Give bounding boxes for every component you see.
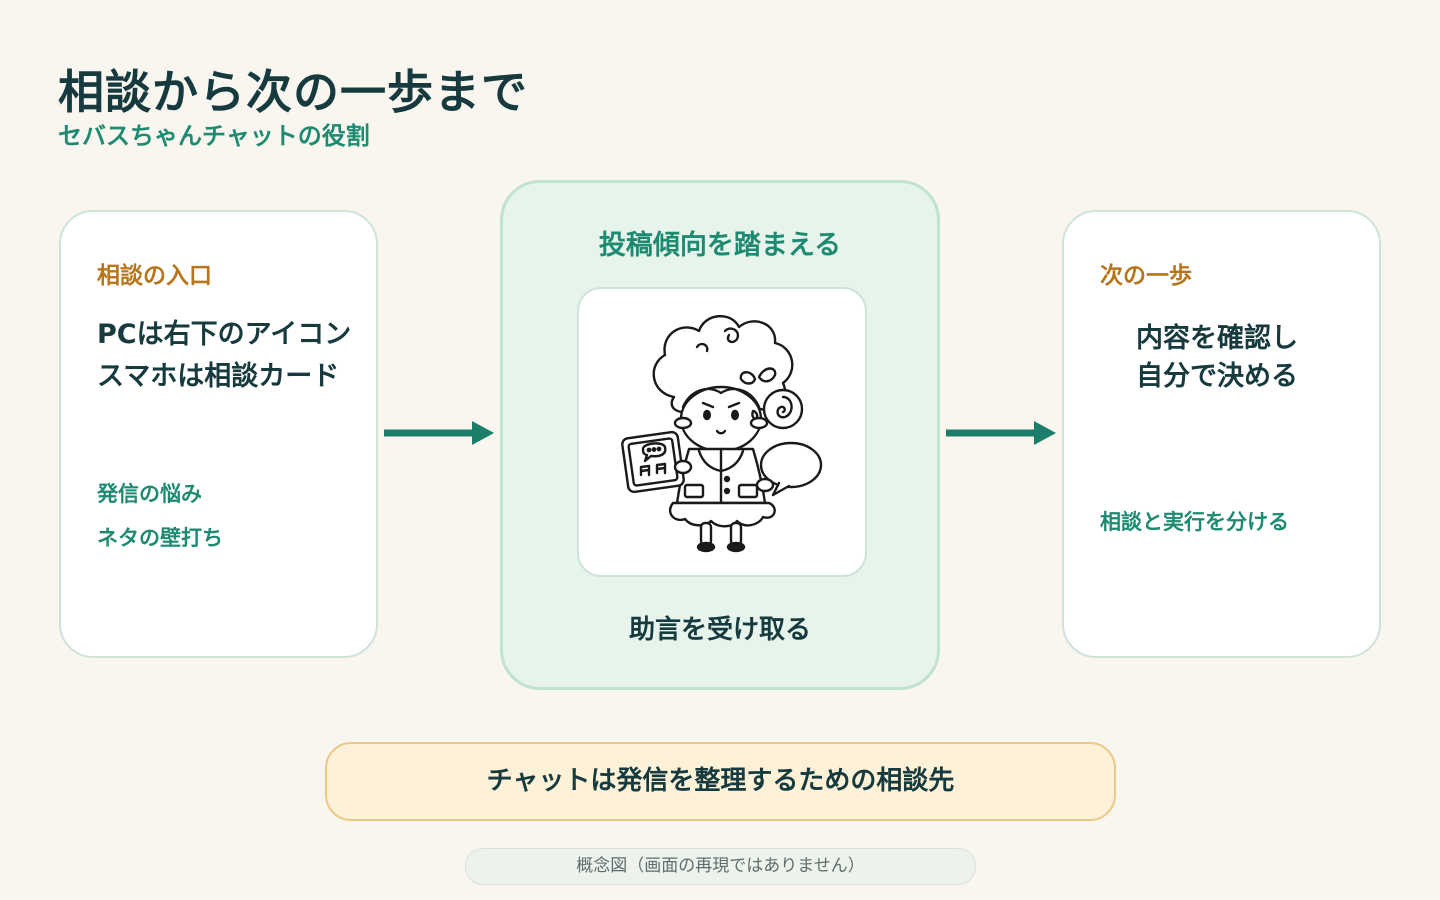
- entry-card: 相談の入口 PCは右下のアイコン スマホは相談カード 発信の悩み ネタの壁打ち: [59, 210, 378, 658]
- next-step-card-line-decide: 自分で決める: [1136, 361, 1298, 392]
- curly-haired-sheep-character-icon: [621, 315, 823, 553]
- next-step-card-main-text: 内容を確認し 自分で決める: [1136, 320, 1298, 396]
- page-title: 相談から次の一歩まで: [58, 65, 528, 119]
- concept-diagram-note: 概念図（画面の再現ではありません）: [465, 848, 976, 885]
- next-step-card-line-confirm: 内容を確認し: [1136, 323, 1298, 354]
- entry-card-note-brainstorm: ネタの壁打ち: [97, 526, 223, 550]
- page-subtitle: セバスちゃんチャットの役割: [58, 122, 370, 150]
- next-step-card-note: 相談と実行を分ける: [1100, 510, 1289, 534]
- advice-card: 投稿傾向を踏まえる: [500, 180, 940, 690]
- entry-card-main-text: PCは右下のアイコン スマホは相談カード: [97, 314, 351, 398]
- entry-card-line-pc: PCは右下のアイコン: [97, 319, 352, 350]
- entry-card-line-smartphone: スマホは相談カード: [97, 361, 340, 392]
- next-step-card: 次の一歩 内容を確認し 自分で決める 相談と実行を分ける: [1062, 210, 1381, 658]
- arrow-right-icon: [946, 421, 1056, 445]
- arrow-right-icon: [384, 421, 494, 445]
- entry-card-heading: 相談の入口: [97, 263, 212, 289]
- advice-card-footer: 助言を受け取る: [628, 615, 811, 645]
- character-illustration-frame: [577, 287, 867, 577]
- entry-card-note-worries: 発信の悩み: [97, 482, 202, 506]
- next-step-card-heading: 次の一歩: [1100, 263, 1192, 289]
- summary-banner: チャットは発信を整理するための相談先: [325, 742, 1116, 821]
- advice-card-heading: 投稿傾向を踏まえる: [598, 230, 842, 261]
